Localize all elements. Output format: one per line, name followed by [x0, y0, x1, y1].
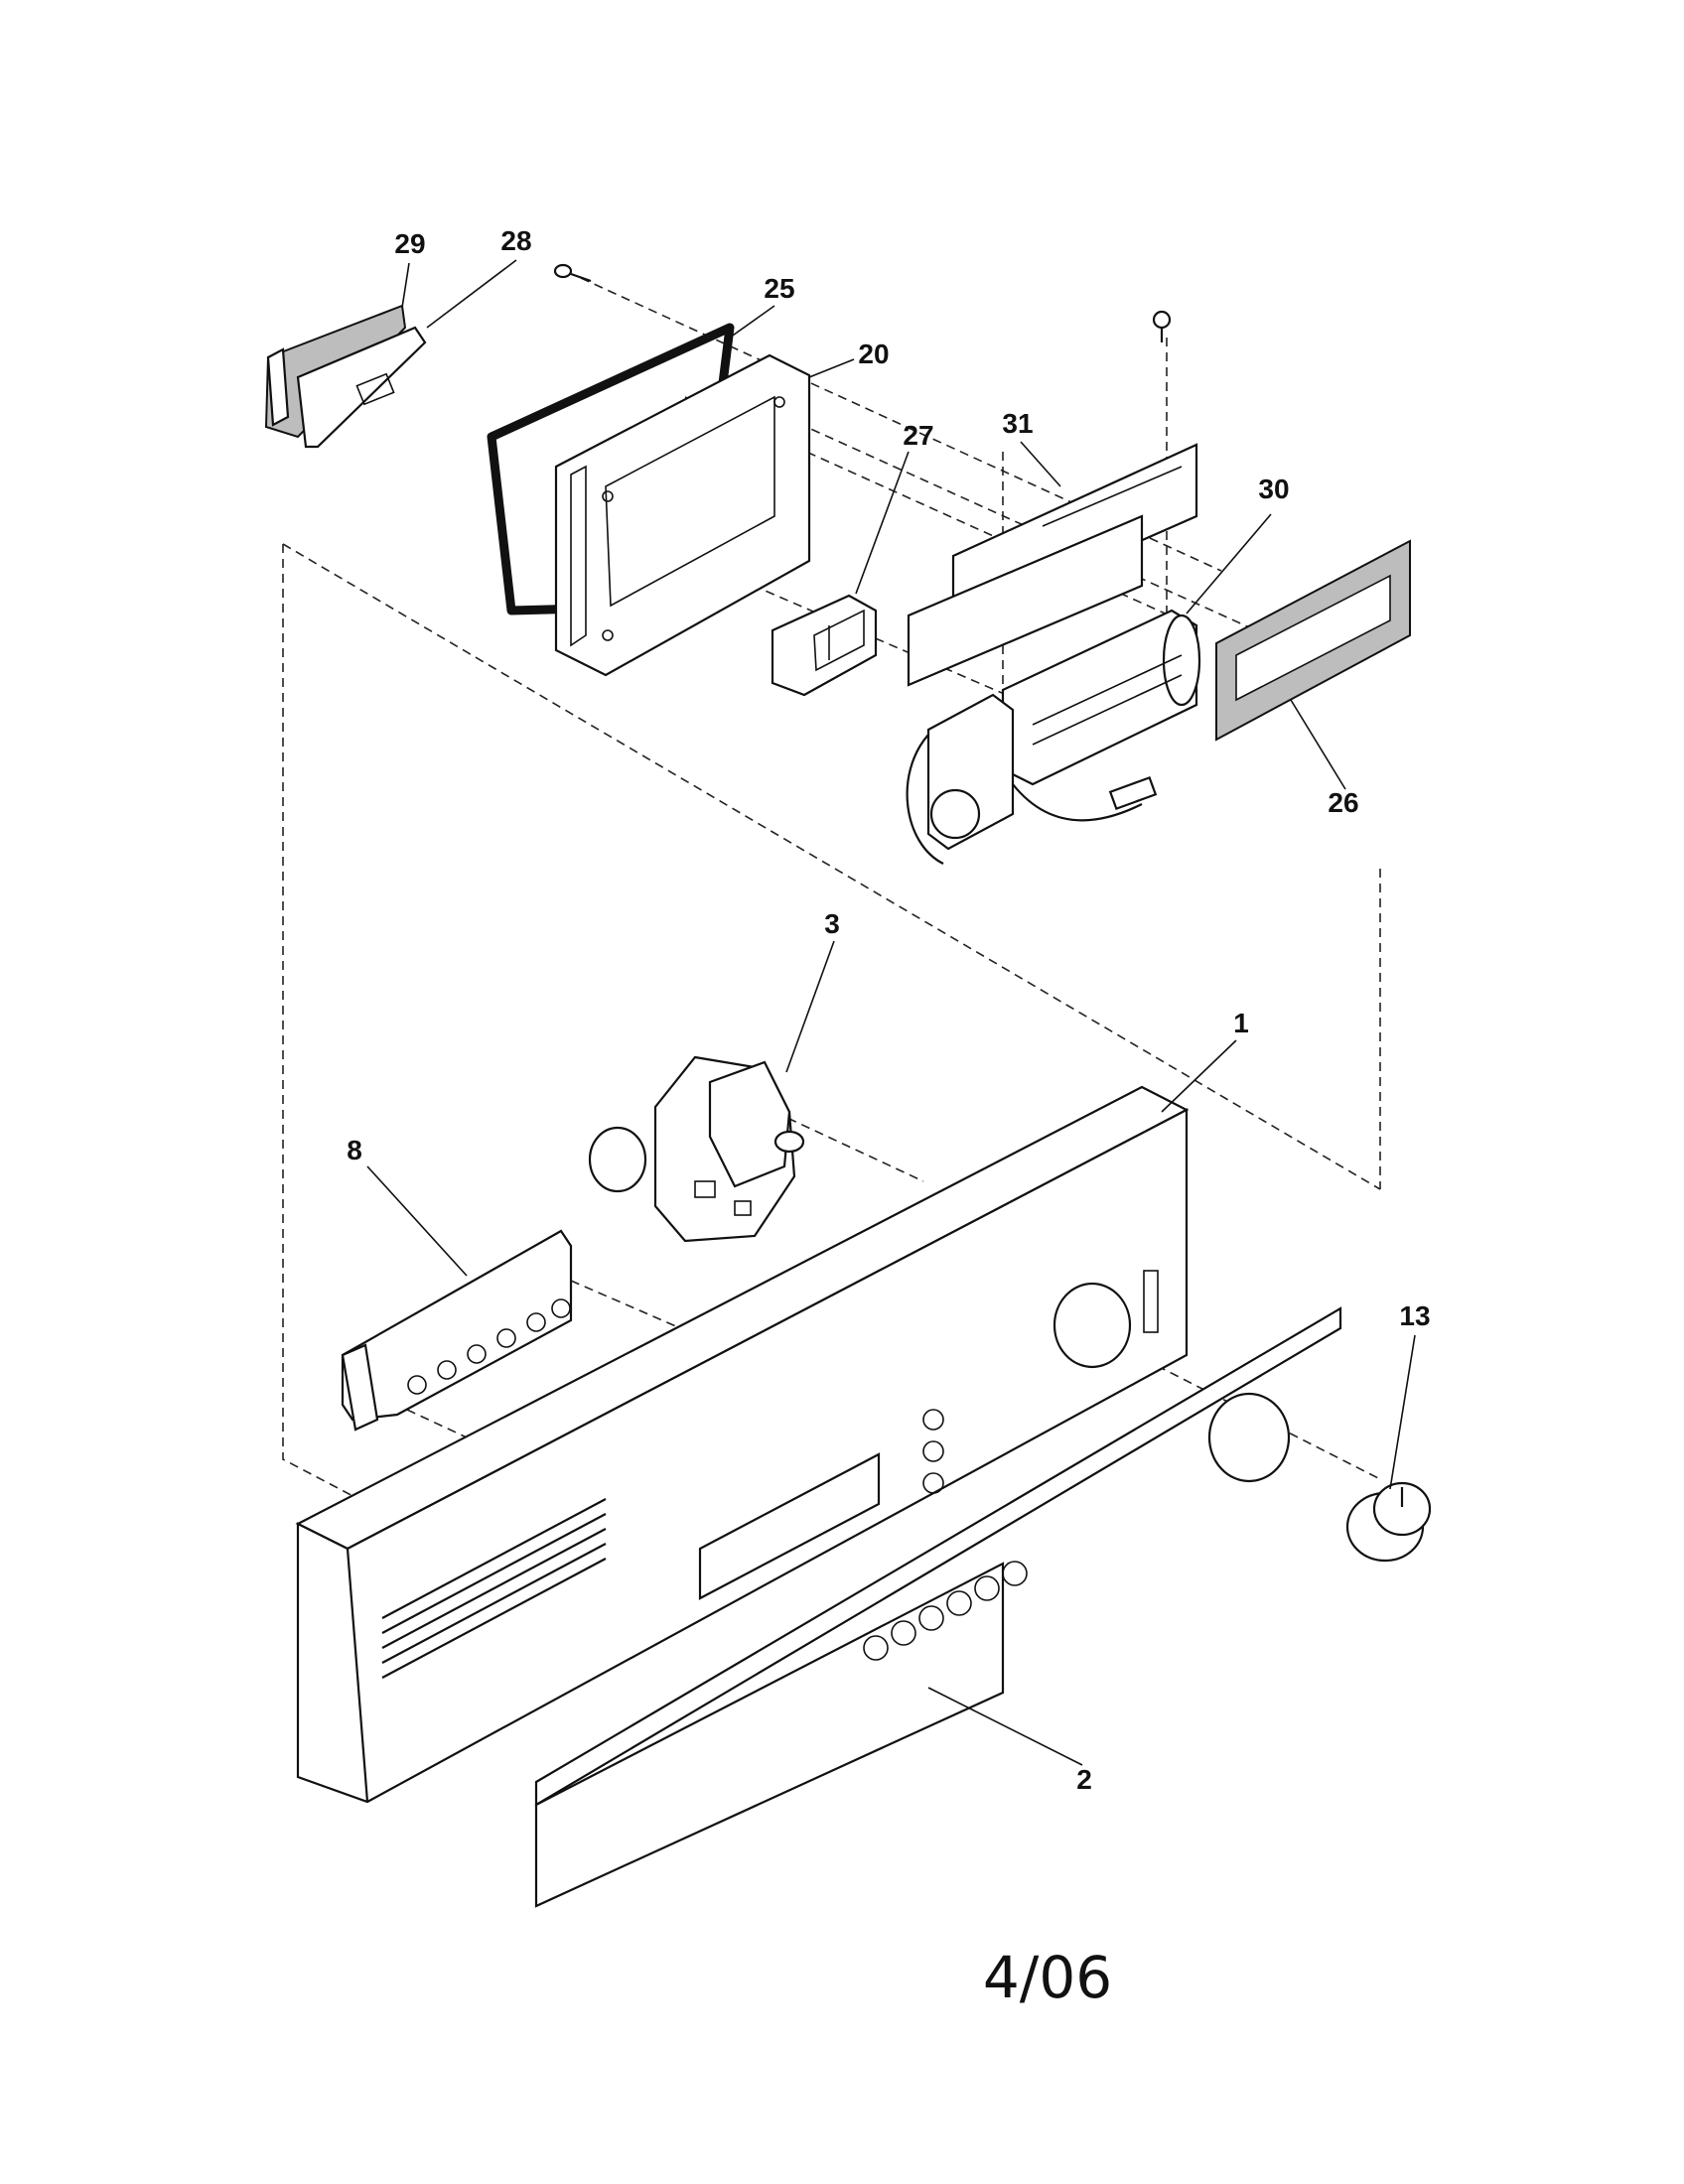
part-8-button-module — [341, 1229, 573, 1432]
part-30-blower — [906, 609, 1201, 865]
date-code: 4/06 — [983, 1944, 1112, 2011]
part-3-timer — [588, 1055, 805, 1243]
part-31-panel — [907, 443, 1198, 687]
callout-31: 31 — [1002, 408, 1033, 439]
callout-20: 20 — [858, 339, 889, 369]
part-26-filter — [1215, 539, 1411, 742]
callout-3: 3 — [824, 908, 840, 939]
vent-grille — [381, 1498, 607, 1679]
callout-13: 13 — [1399, 1300, 1430, 1331]
knob-opening — [1052, 1282, 1132, 1369]
part-27-switch — [771, 594, 878, 697]
part-1-control-panel — [295, 1085, 1190, 1804]
callout-29: 29 — [394, 228, 425, 259]
part-28-cover — [296, 326, 427, 449]
callout-26: 26 — [1328, 787, 1358, 818]
callout-1: 1 — [1233, 1008, 1249, 1038]
callout-labels: 29 28 25 20 27 31 30 26 3 1 8 13 2 — [347, 225, 1430, 1795]
callout-2: 2 — [1076, 1764, 1092, 1795]
display-window — [698, 1452, 881, 1600]
leader-lines — [366, 259, 1416, 1766]
callout-30: 30 — [1258, 474, 1289, 504]
callout-25: 25 — [764, 273, 794, 304]
callout-28: 28 — [500, 225, 531, 256]
part-13-knob — [1345, 1481, 1432, 1563]
screw-left-icon — [553, 263, 592, 283]
part-2-overlay — [534, 1306, 1342, 1908]
screw-right-icon — [1152, 310, 1172, 342]
callout-8: 8 — [347, 1135, 362, 1165]
callout-27: 27 — [903, 420, 933, 451]
part-20-frame — [554, 353, 811, 677]
